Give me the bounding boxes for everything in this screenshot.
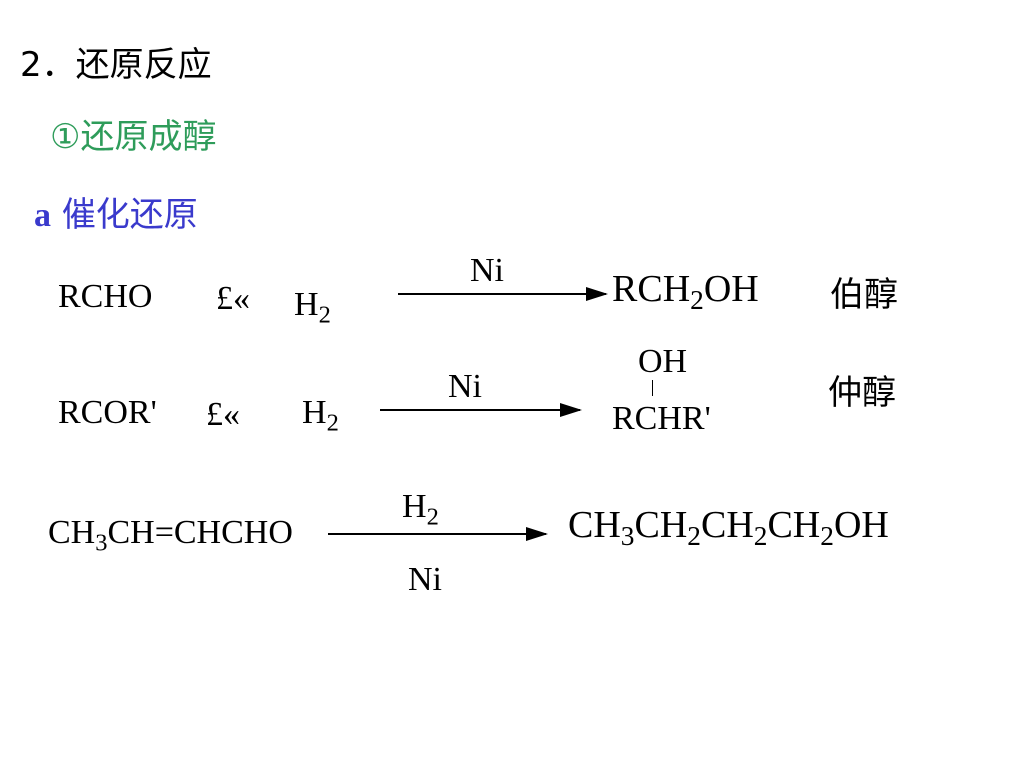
reaction2-product-hydroxyl: OH bbox=[638, 343, 688, 380]
reaction1-label: 伯醇 bbox=[830, 275, 898, 315]
reaction1-plus: £« bbox=[216, 280, 250, 317]
section-title: a 催化还原 bbox=[34, 198, 198, 233]
reaction1-reagent: H2 bbox=[294, 286, 331, 329]
section-title-text: 催化还原 bbox=[61, 195, 198, 235]
reaction2-plus: £« bbox=[206, 396, 240, 433]
heading-number: 2． bbox=[20, 45, 76, 85]
subheading: ①还原成醇 bbox=[50, 117, 217, 157]
reaction2-reactant: RCOR' bbox=[58, 394, 157, 431]
reaction3-product: CH3CH2CH2CH2OH bbox=[568, 504, 889, 552]
slide-heading: 2．还原反应 bbox=[20, 48, 212, 82]
reaction2-catalyst: Ni bbox=[448, 368, 482, 405]
reaction2-bond bbox=[652, 380, 653, 396]
reaction3-reagent-above: H2 bbox=[402, 488, 439, 531]
reaction1-catalyst: Ni bbox=[470, 252, 504, 289]
reaction2-reagent: H2 bbox=[302, 394, 339, 437]
reaction2-label: 仲醇 bbox=[828, 373, 896, 413]
reaction2-product: RCHR' bbox=[612, 400, 711, 437]
reaction2-arrow bbox=[380, 403, 582, 417]
section-letter: a bbox=[34, 197, 51, 234]
reaction3-catalyst-below: Ni bbox=[408, 561, 442, 598]
reaction1-arrow bbox=[398, 287, 608, 301]
reaction3-reactant: CH3CH=CHCHO bbox=[48, 514, 293, 557]
reaction1-reactant: RCHO bbox=[58, 278, 153, 315]
heading-title: 还原反应 bbox=[75, 45, 212, 85]
reaction1-product: RCH2OH bbox=[612, 268, 759, 316]
reaction3-arrow bbox=[328, 527, 548, 541]
